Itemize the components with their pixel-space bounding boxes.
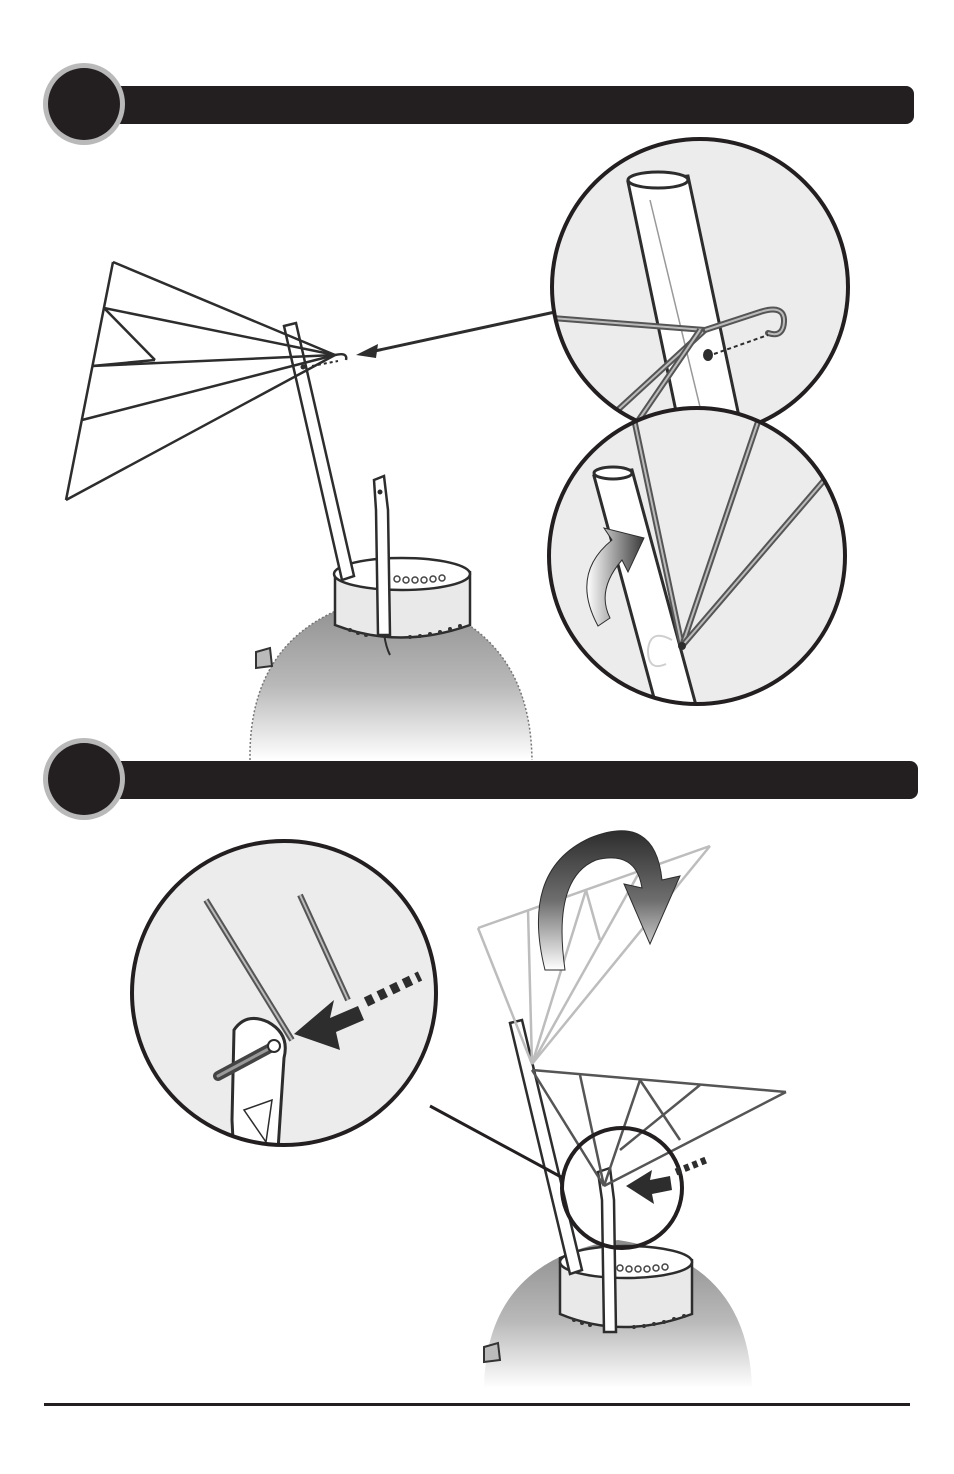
insert-arrow-icon: [626, 1156, 708, 1204]
step-1-pointer-arrow: [356, 310, 556, 358]
step-2-pole: [508, 1018, 584, 1276]
rotate-arrow-icon: [586, 527, 645, 627]
step-2-wire-frame: [530, 1068, 787, 1188]
step-2-ghost-frame: [476, 844, 711, 1065]
step-2-swing-arrow: [538, 830, 681, 971]
step-1-badge-icon: [48, 68, 120, 140]
step-1-bracket-post: [372, 474, 392, 637]
zoom-insert-arrow-icon: [294, 971, 423, 1050]
step-2-zoom-ring: [429, 1104, 708, 1250]
step-1-collar: [332, 556, 472, 656]
step-2-header-bar: [80, 761, 918, 799]
step-1-zoom-rotate-detail: [547, 406, 847, 706]
step-1-pole: [282, 321, 356, 582]
step-1-zoom-hook-detail: [550, 137, 850, 437]
step-2-zoom-pin-detail: [130, 839, 438, 1147]
step-2-badge-icon: [48, 743, 120, 815]
bottom-rule: [44, 1403, 910, 1406]
step-2-collar: [558, 1244, 694, 1329]
step-1-header-bar: [80, 86, 914, 124]
step-1-wire-frame: [64, 260, 348, 502]
